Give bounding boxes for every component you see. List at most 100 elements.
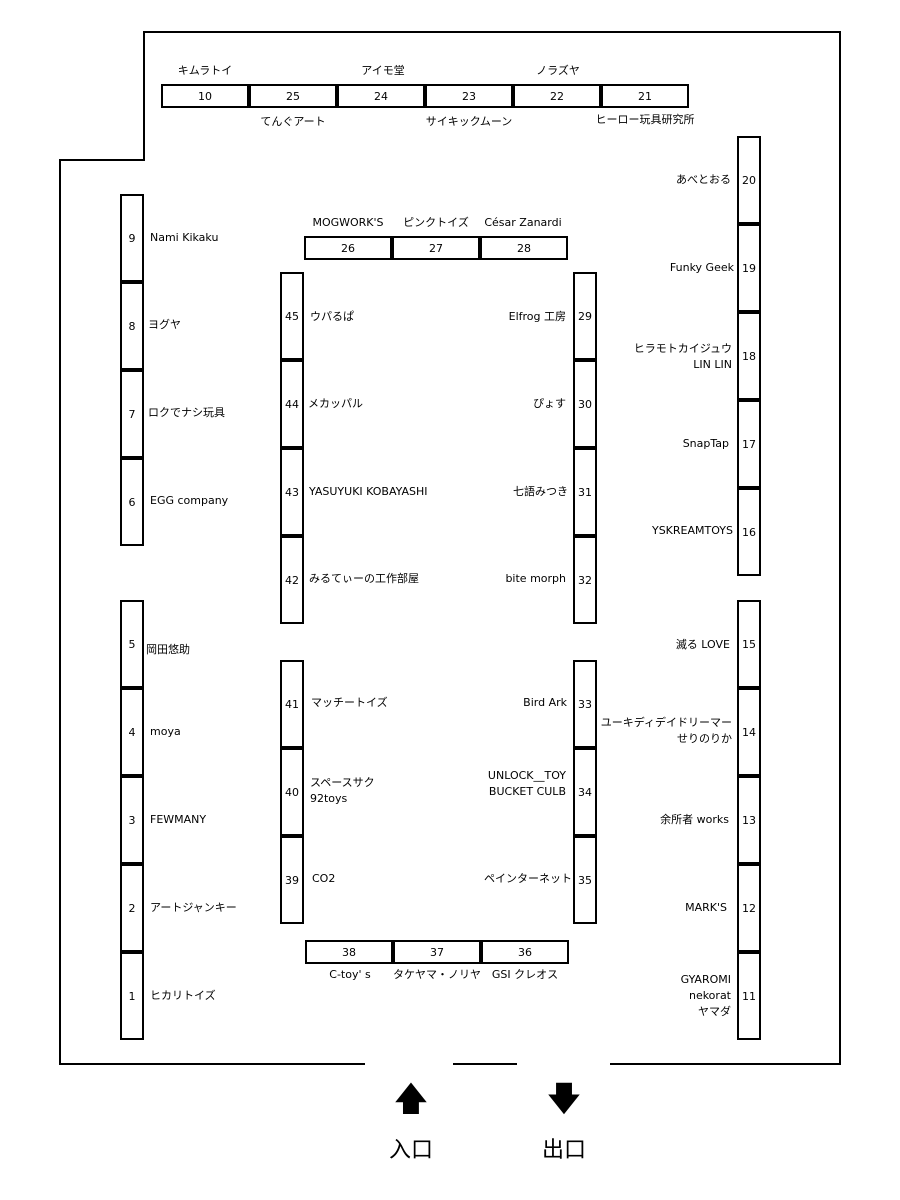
exit-label: 出口: [541, 1138, 587, 1163]
booth-7[interactable]: 7: [120, 370, 144, 458]
booth-number: 29: [578, 309, 592, 323]
booth-28[interactable]: 28: [480, 236, 568, 260]
booth-21-exhibitor: ヒーロー玩具研究所: [595, 113, 695, 126]
booth-17-exhibitor: SnapTap: [682, 437, 729, 450]
booth-42-exhibitor: みるてぃーの工作部屋: [309, 572, 419, 585]
booth-31-exhibitor: 七語みつき: [513, 485, 568, 498]
booth-23[interactable]: 23: [425, 84, 513, 108]
booth-20[interactable]: 20: [737, 136, 761, 224]
booth-1-exhibitor: ヒカリトイズ: [150, 989, 216, 1002]
booth-17[interactable]: 17: [737, 400, 761, 488]
booth-number: 44: [285, 397, 299, 411]
booth-14[interactable]: 14: [737, 688, 761, 776]
booth-number: 35: [578, 873, 592, 887]
booth-number: 20: [742, 173, 756, 187]
booth-43-exhibitor: YASUYUKI KOBAYASHI: [309, 485, 428, 498]
booth-number: 31: [578, 485, 592, 499]
booth-number: 33: [578, 697, 592, 711]
booth-14-exhibitor: ユーキディデイドリーマーせりのりか: [600, 716, 732, 745]
booth-13-exhibitor: 余所者 works: [660, 813, 729, 826]
booth-2[interactable]: 2: [120, 864, 144, 952]
booth-29-exhibitor: Elfrog 工房: [508, 310, 566, 323]
booth-18[interactable]: 18: [737, 312, 761, 400]
booth-3-exhibitor: FEWMANY: [150, 813, 207, 826]
booth-13[interactable]: 13: [737, 776, 761, 864]
booth-1[interactable]: 1: [120, 952, 144, 1040]
booth-6[interactable]: 6: [120, 458, 144, 546]
booth-3[interactable]: 3: [120, 776, 144, 864]
booth-45[interactable]: 45: [280, 272, 304, 360]
booth-37[interactable]: 37: [393, 940, 481, 964]
booth-36[interactable]: 36: [481, 940, 569, 964]
booth-number: 19: [742, 261, 756, 275]
booth-8-exhibitor: ヨグヤ: [148, 318, 181, 331]
booth-number: 5: [128, 637, 136, 651]
booth-4[interactable]: 4: [120, 688, 144, 776]
booth-number: 27: [429, 241, 443, 255]
booth-10-exhibitor: キムラトイ: [177, 64, 233, 77]
booth-30[interactable]: 30: [573, 360, 597, 448]
booth-6-exhibitor: EGG company: [150, 494, 229, 507]
booth-number: 3: [128, 813, 136, 827]
booth-38[interactable]: 38: [305, 940, 393, 964]
booth-number: 23: [462, 89, 476, 103]
booth-number: 21: [638, 89, 652, 103]
booth-22[interactable]: 22: [513, 84, 601, 108]
booth-27-exhibitor: ピンクトイズ: [403, 216, 469, 229]
booth-39-exhibitor: CO2: [312, 872, 336, 885]
booth-32-exhibitor: bite morph: [505, 572, 566, 585]
booth-10[interactable]: 10: [161, 84, 249, 108]
booth-25[interactable]: 25: [249, 84, 337, 108]
booth-number: 37: [430, 945, 444, 959]
booth-41[interactable]: 41: [280, 660, 304, 748]
booth-number: 12: [742, 901, 756, 915]
booth-number: 30: [578, 397, 592, 411]
booth-26[interactable]: 26: [304, 236, 392, 260]
booth-number: 8: [128, 319, 136, 333]
booth-number: 14: [742, 725, 756, 739]
booth-21[interactable]: 21: [601, 84, 689, 108]
booth-number: 34: [578, 785, 592, 799]
booth-7-exhibitor: ロクでナシ玩具: [148, 406, 225, 419]
exit-arrow-icon: 🡇: [546, 1079, 582, 1119]
booth-11[interactable]: 11: [737, 952, 761, 1040]
booth-27[interactable]: 27: [392, 236, 480, 260]
booth-42[interactable]: 42: [280, 536, 304, 624]
booth-45-exhibitor: ウパるぱ: [310, 310, 354, 323]
booth-16[interactable]: 16: [737, 488, 761, 576]
booth-43[interactable]: 43: [280, 448, 304, 536]
booth-40[interactable]: 40: [280, 748, 304, 836]
booth-15[interactable]: 15: [737, 600, 761, 688]
booth-44[interactable]: 44: [280, 360, 304, 448]
booth-9-exhibitor: Nami Kikaku: [150, 231, 219, 244]
booth-number: 25: [286, 89, 300, 103]
booth-number: 40: [285, 785, 299, 799]
booth-39[interactable]: 39: [280, 836, 304, 924]
booth-19[interactable]: 19: [737, 224, 761, 312]
booth-number: 7: [128, 407, 136, 421]
booth-number: 13: [742, 813, 756, 827]
booth-33-exhibitor: Bird Ark: [523, 696, 567, 709]
booth-5[interactable]: 5: [120, 600, 144, 688]
booth-2-exhibitor: アートジャンキー: [150, 901, 237, 914]
booth-24[interactable]: 24: [337, 84, 425, 108]
booth-28-exhibitor: César Zanardi: [484, 216, 562, 229]
booth-9[interactable]: 9: [120, 194, 144, 282]
booth-number: 15: [742, 637, 756, 651]
booth-number: 24: [374, 89, 388, 103]
booth-12[interactable]: 12: [737, 864, 761, 952]
booth-33[interactable]: 33: [573, 660, 597, 748]
booth-32[interactable]: 32: [573, 536, 597, 624]
booth-number: 18: [742, 349, 756, 363]
booth-35[interactable]: 35: [573, 836, 597, 924]
booth-29[interactable]: 29: [573, 272, 597, 360]
entrance-arrow-icon: 🡅: [393, 1079, 429, 1119]
booth-34[interactable]: 34: [573, 748, 597, 836]
booth-19-exhibitor: Funky Geek: [669, 261, 734, 274]
booth-8[interactable]: 8: [120, 282, 144, 370]
booth-31[interactable]: 31: [573, 448, 597, 536]
booth-number: 43: [285, 485, 299, 499]
